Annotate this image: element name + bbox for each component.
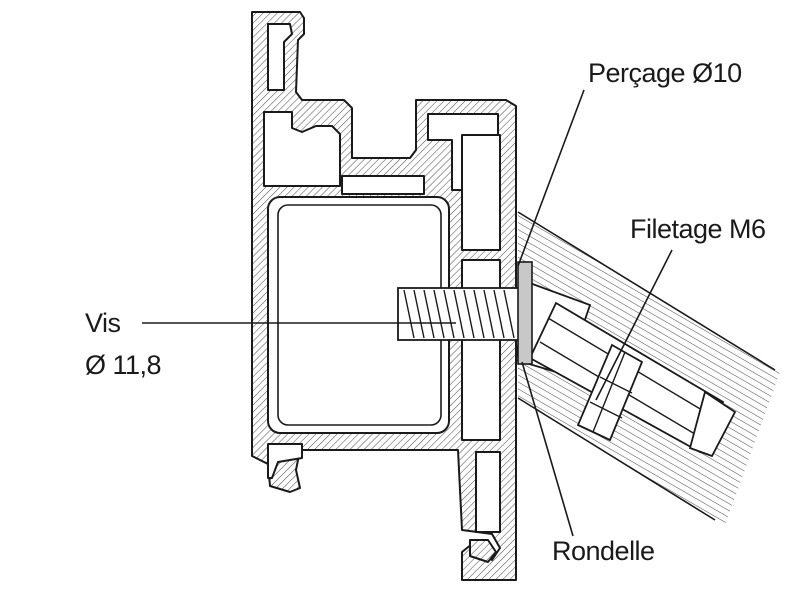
label-percage: Perçage Ø10 (588, 58, 742, 88)
label-rondelle: Rondelle (552, 536, 655, 566)
label-filetage: Filetage M6 (630, 214, 766, 244)
label-vis: Vis (85, 308, 121, 338)
frame-profile (251, 11, 517, 581)
washer (517, 261, 533, 365)
label-vis-diameter: Ø 11,8 (85, 350, 161, 380)
threaded-rod (528, 301, 737, 458)
masonry-wall (515, 211, 780, 525)
leader-lines (142, 89, 673, 537)
screw (397, 261, 533, 365)
